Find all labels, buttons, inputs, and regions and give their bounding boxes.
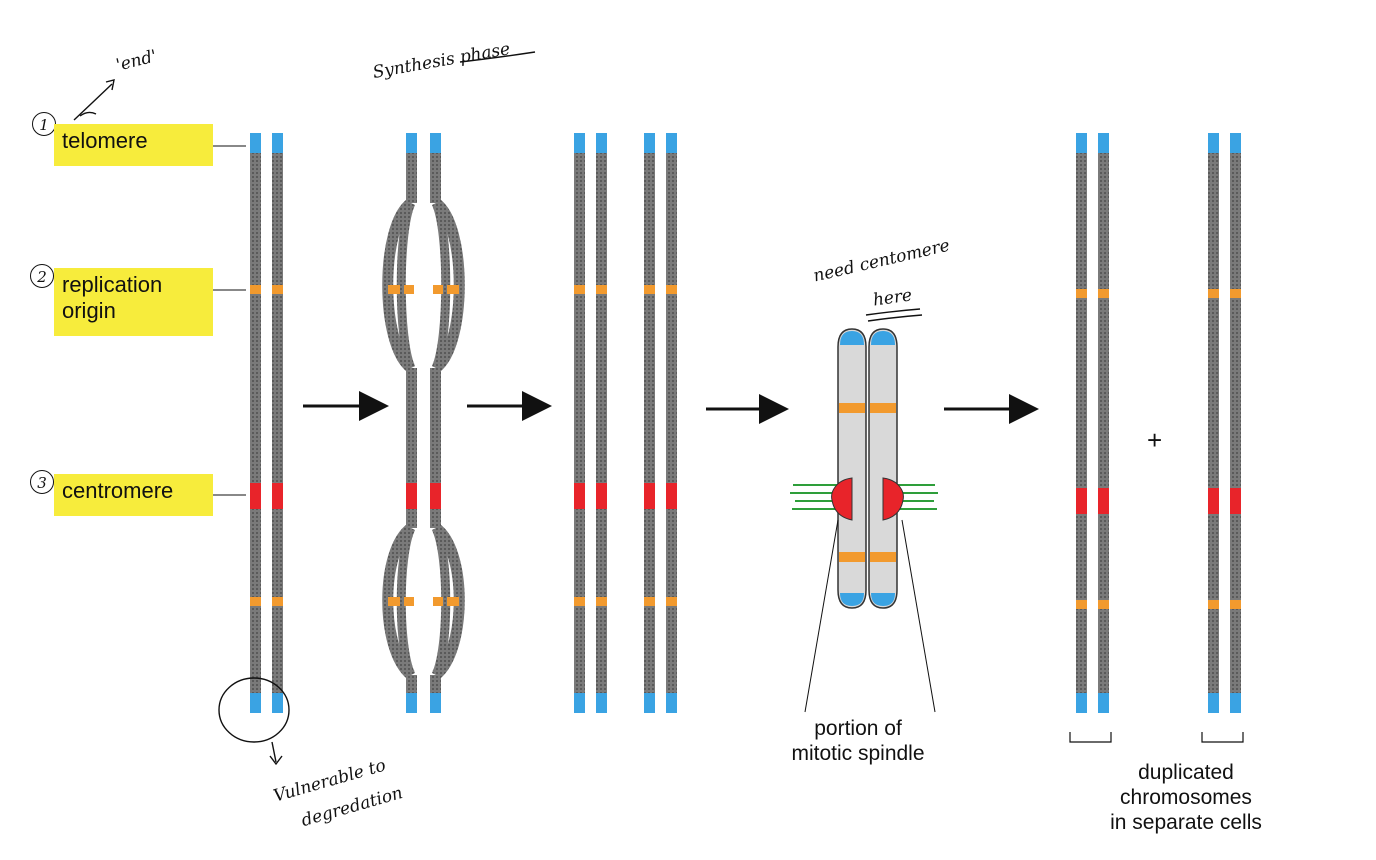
label-telomere: telomere <box>54 124 213 166</box>
marker-number-1: 1 <box>32 112 56 136</box>
chromosome-stage-3 <box>574 133 677 713</box>
handwritten-marks <box>73 51 923 766</box>
chromosome-stage-5 <box>1069 133 1244 743</box>
caption-dup-line-1: duplicated <box>1138 761 1234 784</box>
caption-mitotic-spindle: portion of mitotic spindle <box>752 716 964 766</box>
label-replication-text: replication <box>62 272 163 297</box>
label-replication-origin: replication origin <box>54 268 213 336</box>
plus-sign: + <box>1147 425 1163 455</box>
caption-spindle-line-1: portion of <box>814 717 902 740</box>
marker-number-3: 3 <box>30 470 54 494</box>
caption-duplicated-chromosomes: duplicated chromosomes in separate cells <box>1066 760 1306 835</box>
caption-spindle-line-2: mitotic spindle <box>791 742 925 765</box>
caption-dup-line-3: in separate cells <box>1110 811 1262 834</box>
caption-dup-line-2: chromosomes <box>1120 786 1252 809</box>
marker-number-2: 2 <box>30 264 54 288</box>
chromosome-stage-1 <box>250 133 283 713</box>
label-telomere-text: telomere <box>62 128 148 153</box>
progression-arrows <box>303 391 1039 424</box>
label-centromere: centromere <box>54 474 213 516</box>
chromosome-stage-2 <box>382 133 465 713</box>
label-centromere-text: centromere <box>62 478 174 503</box>
label-origin-text: origin <box>62 298 116 323</box>
chromosome-stage-4 <box>790 328 938 713</box>
